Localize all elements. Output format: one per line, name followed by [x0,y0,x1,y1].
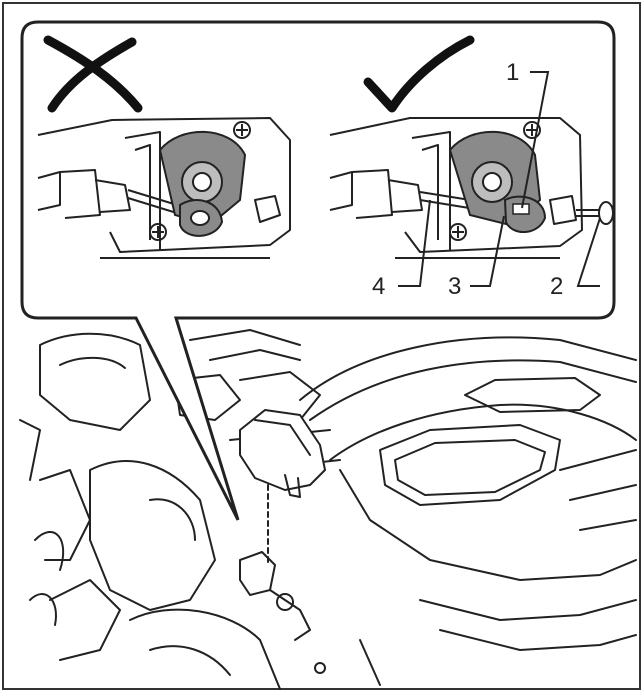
callout-4: 4 [372,273,385,300]
callout-3: 3 [448,273,461,300]
callout-1: 1 [506,59,519,86]
callout-2: 2 [550,273,563,300]
leader-4 [398,199,431,287]
cross-mark-icon [43,35,143,113]
leader-lines [398,71,601,287]
check-mark-icon [363,35,475,113]
incorrect-panel [37,35,291,259]
leader-3 [470,215,505,287]
engine-illustration [19,329,637,690]
leader-1 [521,71,550,209]
leader-2 [576,217,601,287]
